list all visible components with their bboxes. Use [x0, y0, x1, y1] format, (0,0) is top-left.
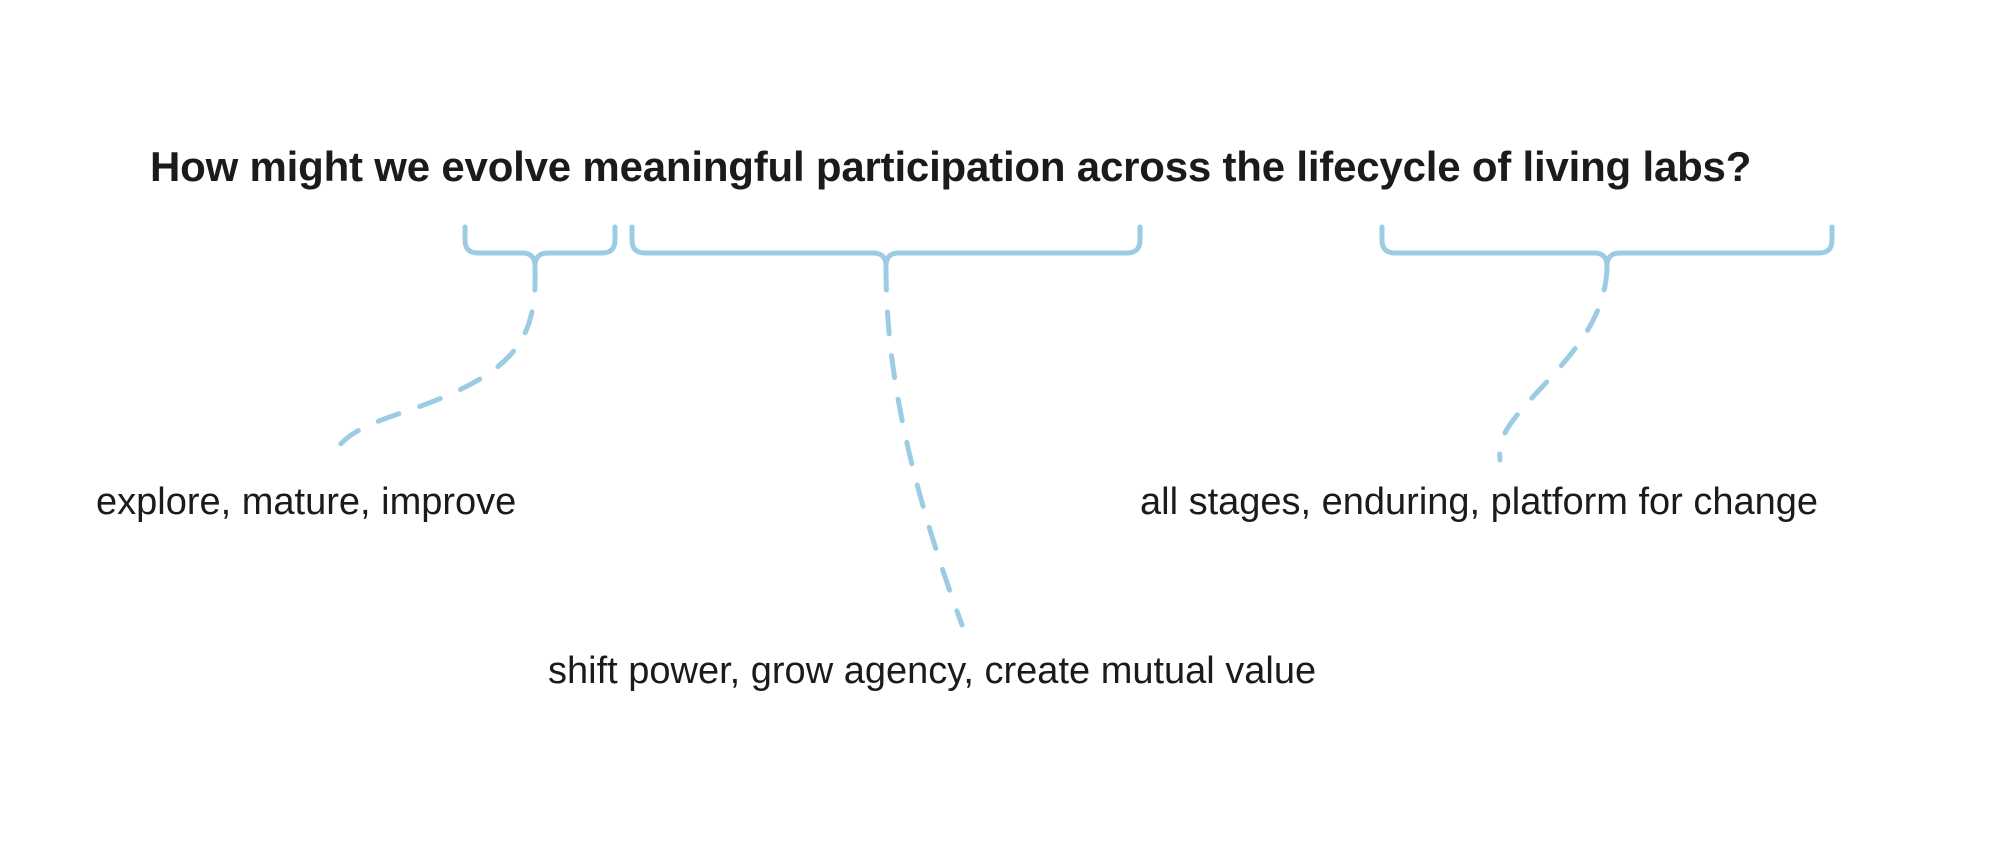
brace-lifecycle-living-labs	[1379, 224, 1835, 269]
connector-lifecycle-living-labs	[1497, 265, 1610, 463]
hmw-question-title: How might we evolve meaningful participa…	[150, 143, 1752, 190]
annotation-lifecycle-living-labs: all stages, enduring, platform for chang…	[1140, 481, 1819, 523]
connector-evolve	[327, 265, 538, 461]
brace-evolve	[462, 224, 618, 269]
annotation-evolve: explore, mature, improve	[96, 481, 517, 523]
annotation-meaningful-participation: shift power, grow agency, create mutual …	[548, 650, 1317, 692]
connector-meaningful-participation	[883, 265, 965, 628]
brace-meaningful-participation	[629, 224, 1143, 269]
